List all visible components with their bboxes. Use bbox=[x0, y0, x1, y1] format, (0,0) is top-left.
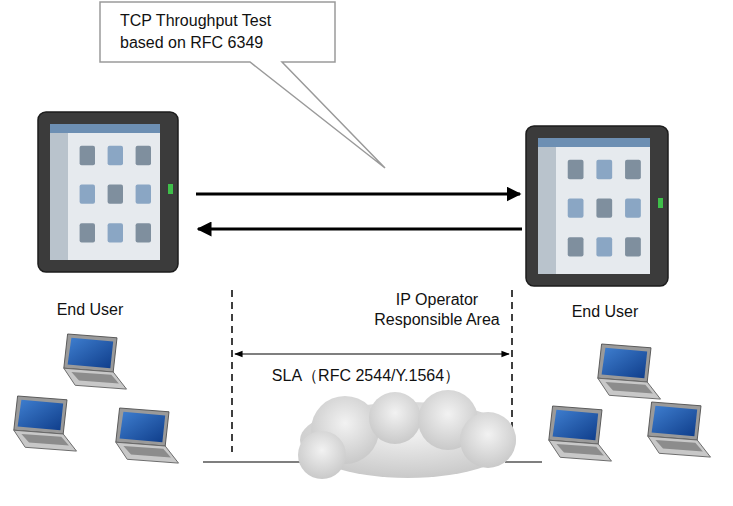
tester-device bbox=[526, 126, 668, 286]
laptop-icon bbox=[648, 402, 711, 457]
boundary-line bbox=[231, 290, 233, 452]
callout-text: TCP Throughput Test based on RFC 6349 bbox=[120, 10, 295, 54]
network-wire bbox=[505, 461, 542, 463]
laptop-icon bbox=[64, 334, 127, 389]
laptop-icon bbox=[116, 408, 179, 463]
callout-box: TCP Throughput Test based on RFC 6349 bbox=[100, 2, 335, 62]
laptop-icon bbox=[14, 396, 77, 451]
user-label: End User bbox=[572, 302, 639, 322]
user-label: End User bbox=[57, 300, 124, 320]
sla-label: SLA（RFC 2544/Y.1564） bbox=[272, 366, 460, 386]
network-cloud bbox=[298, 390, 516, 479]
callout-outline bbox=[100, 2, 385, 168]
laptop-icon bbox=[549, 406, 612, 461]
network-wire bbox=[203, 461, 310, 463]
test-arrow bbox=[196, 193, 520, 196]
tester-device bbox=[38, 112, 178, 272]
test-arrow bbox=[198, 228, 522, 231]
laptop-icon bbox=[598, 344, 661, 399]
span-arrow bbox=[235, 353, 509, 354]
callout-shape bbox=[100, 2, 335, 62]
area-label: IP Operator Responsible Area bbox=[367, 290, 507, 330]
